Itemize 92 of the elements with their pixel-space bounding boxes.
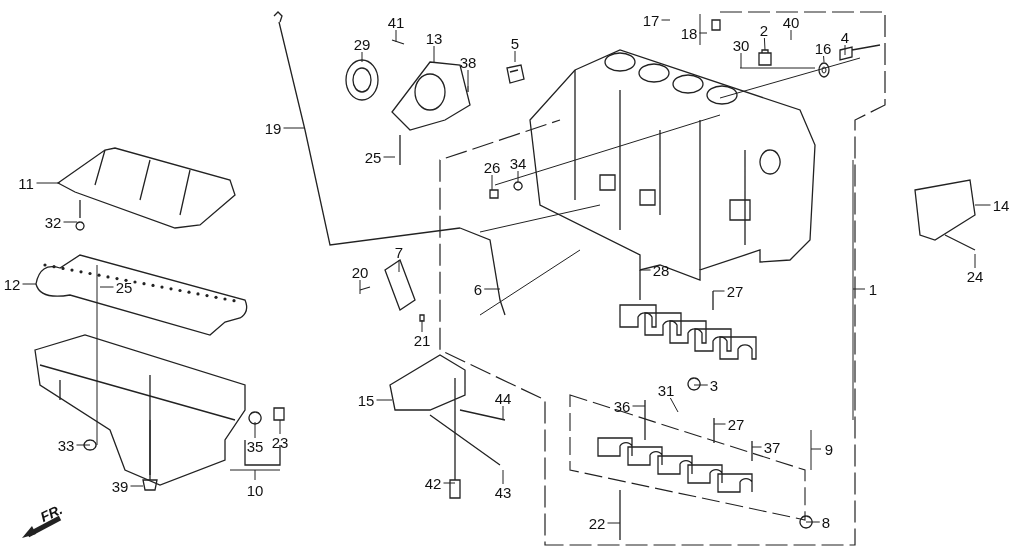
callout-number: 17 (641, 12, 661, 28)
leader-line (661, 19, 671, 21)
callout-number: 29 (352, 36, 372, 52)
leader-line (712, 290, 725, 292)
leader-line (361, 51, 363, 63)
leader-line (844, 44, 846, 56)
sensor-drawing (757, 50, 773, 66)
callout-number: 27 (725, 283, 745, 299)
callout-number: 19 (263, 120, 283, 136)
leader-line (974, 204, 991, 206)
callout-number: 14 (991, 197, 1011, 213)
callout-number: 40 (781, 14, 801, 30)
leader-line (467, 69, 469, 87)
callout-number: 21 (412, 332, 432, 348)
leader-line (433, 45, 435, 63)
leader-line (130, 485, 144, 487)
callout-number: 23 (270, 434, 290, 450)
callout-number: 39 (110, 478, 130, 494)
leader-line (376, 399, 393, 401)
leader-line (740, 52, 742, 69)
leader-line (514, 50, 516, 63)
leader-line (699, 32, 708, 34)
leader-line (279, 419, 281, 435)
leader-line (36, 182, 61, 184)
callout-number: 18 (679, 25, 699, 41)
callout-number: 5 (509, 35, 521, 51)
callout-number: 33 (56, 437, 76, 453)
callout-number: 42 (423, 475, 443, 491)
leader-line (502, 469, 504, 485)
callout-number: 7 (393, 244, 405, 260)
callout-number: 15 (356, 392, 376, 408)
callout-number: 35 (245, 438, 265, 454)
leader-line (254, 421, 256, 439)
leader-line (76, 444, 91, 446)
callout-number: 13 (424, 30, 444, 46)
callout-number: 10 (245, 482, 265, 498)
callout-number: 31 (656, 382, 676, 398)
leader-line (421, 319, 423, 333)
callout-number: 27 (726, 416, 746, 432)
callout-number: 2 (758, 22, 770, 38)
leader-line (359, 279, 361, 295)
callout-number: 25 (114, 279, 134, 295)
callout-number: 11 (17, 175, 35, 191)
leader-line (398, 259, 400, 273)
callout-number: 36 (612, 398, 632, 414)
callout-number: 16 (813, 40, 833, 56)
callout-number: 24 (965, 268, 985, 284)
callout-number: 22 (587, 515, 607, 531)
leader-line (639, 269, 651, 271)
leader-line (483, 288, 501, 290)
washer-drawing (818, 62, 830, 78)
callout-number: 26 (482, 159, 502, 175)
callout-number: 30 (731, 37, 751, 53)
callout-number: 37 (762, 439, 782, 455)
leader-line (517, 170, 519, 183)
leader-line (491, 174, 493, 191)
leader-line (63, 221, 78, 223)
callout-number: 43 (493, 484, 513, 500)
callout-number: 4 (839, 29, 851, 45)
direction-label: FR. (37, 501, 65, 525)
leader-line (383, 156, 396, 158)
leader-line (443, 482, 456, 484)
callout-number: 28 (651, 262, 671, 278)
callout-number: 34 (508, 155, 528, 171)
leader-line (283, 127, 306, 129)
leader-line (22, 283, 37, 285)
callout-number: 12 (2, 276, 22, 292)
leader-line (763, 37, 766, 51)
leader-line (790, 29, 792, 41)
callout-number: 8 (820, 514, 832, 530)
leader-line (823, 55, 825, 63)
leader-line (974, 253, 976, 269)
callout-number: 32 (43, 214, 63, 230)
leader-line (805, 521, 821, 523)
callout-number: 44 (493, 390, 513, 406)
leader-line (693, 384, 709, 386)
callout-number: 3 (708, 377, 720, 393)
callout-number: 1 (867, 281, 879, 297)
callout-number: 9 (823, 441, 835, 457)
leader-line (669, 397, 679, 413)
callout-number: 38 (458, 54, 478, 70)
leader-line (713, 423, 726, 425)
callout-number: 20 (350, 264, 370, 280)
leader-line (99, 286, 114, 288)
callout-number: 6 (472, 281, 484, 297)
leader-line (502, 405, 504, 421)
leader-line (395, 29, 397, 43)
leader-line (751, 446, 762, 448)
leader-line (632, 405, 646, 407)
leader-line (607, 522, 621, 524)
callout-number: 25 (363, 149, 383, 165)
callout-number: 41 (386, 14, 406, 30)
